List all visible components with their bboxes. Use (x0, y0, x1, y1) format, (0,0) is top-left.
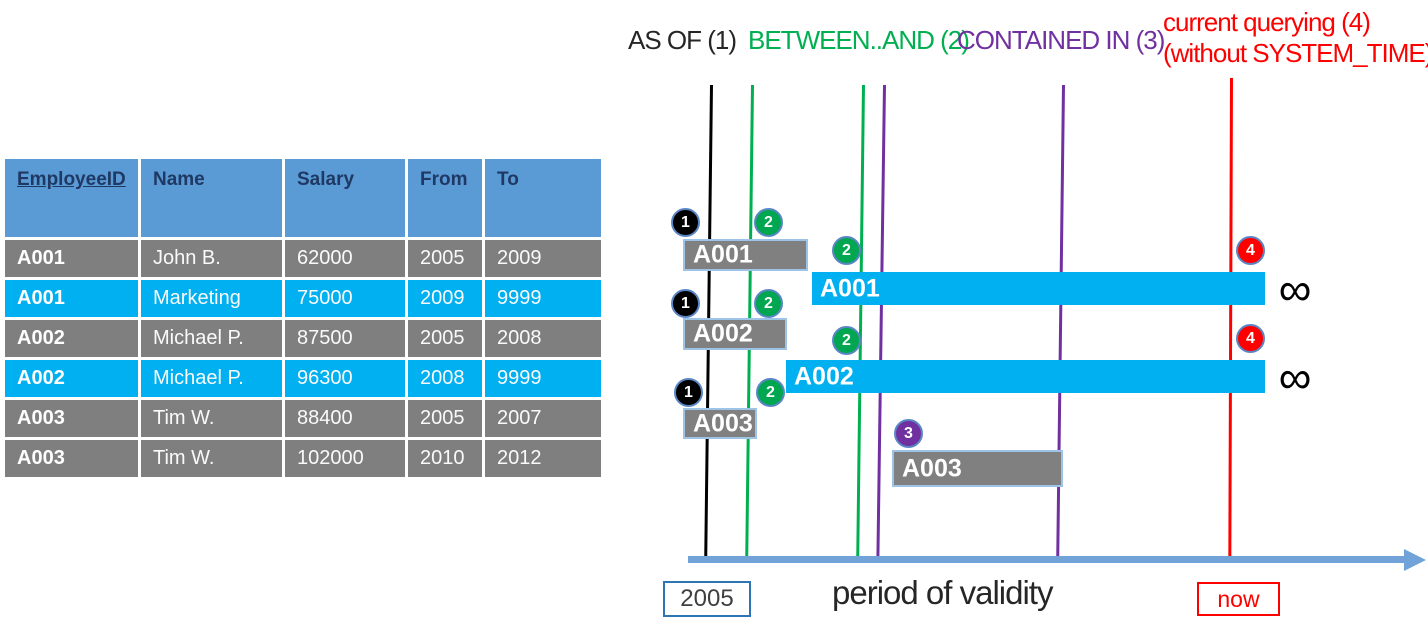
table-cell: 2010 (408, 440, 482, 477)
query-badge-1: 1 (671, 289, 700, 318)
infinity-icon: ∞ (1278, 350, 1312, 403)
validity-bar-a002-3: A002 (786, 360, 1265, 393)
validity-bar-a001-1: A001 (812, 272, 1265, 305)
axis-start-year-box: 2005 (663, 581, 751, 617)
table-cell: 87500 (285, 320, 405, 357)
contained-start-line (876, 84, 886, 563)
table-cell: 2012 (485, 440, 601, 477)
validity-bar-a001-0: A001 (683, 239, 808, 271)
query-badge-2: 2 (832, 236, 861, 265)
table-cell: Michael P. (141, 320, 282, 357)
table-cell: 2008 (408, 360, 482, 397)
validity-bar-a003-5: A003 (892, 450, 1063, 487)
query-badge-2: 2 (754, 289, 783, 318)
legend-contained-in: CONTAINED IN (3) (957, 25, 1165, 55)
bar-label: A003 (693, 409, 753, 437)
time-axis (688, 556, 1404, 563)
table-cell: John B. (141, 240, 282, 277)
table-cell: 2009 (408, 280, 482, 317)
legend-current-querying: current querying (4)(without SYSTEM_TIME… (1163, 7, 1428, 69)
table-cell: A001 (5, 240, 138, 277)
table-cell: 62000 (285, 240, 405, 277)
table-cell: 9999 (485, 280, 601, 317)
query-badge-1: 1 (674, 378, 703, 407)
legend-current-querying-line2: (without SYSTEM_TIME) (1163, 38, 1428, 68)
time-axis-arrow-icon (1404, 548, 1426, 571)
table-cell: A002 (5, 360, 138, 397)
axis-now-box: now (1197, 582, 1280, 616)
contained-end-line (1056, 84, 1065, 563)
now-line (1228, 77, 1233, 564)
validity-bar-a002-2: A002 (683, 318, 787, 350)
bar-label: A001 (820, 274, 880, 302)
table-cell: 102000 (285, 440, 405, 477)
table-cell: Tim W. (141, 400, 282, 437)
table-header-name: Name (141, 159, 282, 237)
bar-label: A001 (693, 240, 753, 269)
table-cell: 88400 (285, 400, 405, 437)
table-cell: 2005 (408, 320, 482, 357)
legend-between-and: BETWEEN..AND (2) (748, 25, 970, 55)
query-badge-2: 2 (756, 378, 785, 407)
table-cell: A001 (5, 280, 138, 317)
table-cell: A002 (5, 320, 138, 357)
bar-label: A002 (693, 319, 753, 348)
query-badge-3: 3 (894, 419, 923, 448)
legend-current-querying-line1: current querying (4) (1163, 7, 1371, 37)
table-cell: Michael P. (141, 360, 282, 397)
legend-as-of: AS OF (1) (628, 25, 737, 55)
table-cell: 2005 (408, 400, 482, 437)
validity-bar-a003-4: A003 (683, 408, 757, 439)
bar-label: A003 (902, 454, 962, 482)
table-cell: Tim W. (141, 440, 282, 477)
infinity-icon: ∞ (1278, 262, 1312, 315)
query-badge-2: 2 (754, 208, 783, 237)
table-cell: A003 (5, 440, 138, 477)
table-cell: 2008 (485, 320, 601, 357)
table-header-salary: Salary (285, 159, 405, 237)
table-cell: A003 (5, 400, 138, 437)
table-cell: 2005 (408, 240, 482, 277)
table-cell: 96300 (285, 360, 405, 397)
table-cell: 2007 (485, 400, 601, 437)
between-end-line (856, 84, 865, 563)
query-badge-4: 4 (1236, 236, 1265, 265)
query-badge-1: 1 (671, 208, 700, 237)
table-header-from: From (408, 159, 482, 237)
table-cell: 2009 (485, 240, 601, 277)
table-header-to: To (485, 159, 601, 237)
table-cell: 9999 (485, 360, 601, 397)
table-header-employeeid: EmployeeID (5, 159, 138, 237)
bar-label: A002 (794, 362, 854, 390)
query-badge-4: 4 (1236, 324, 1265, 353)
query-badge-2: 2 (832, 326, 861, 355)
table-cell: Marketing (141, 280, 282, 317)
axis-title: period of validity (832, 574, 1053, 611)
table-cell: 75000 (285, 280, 405, 317)
